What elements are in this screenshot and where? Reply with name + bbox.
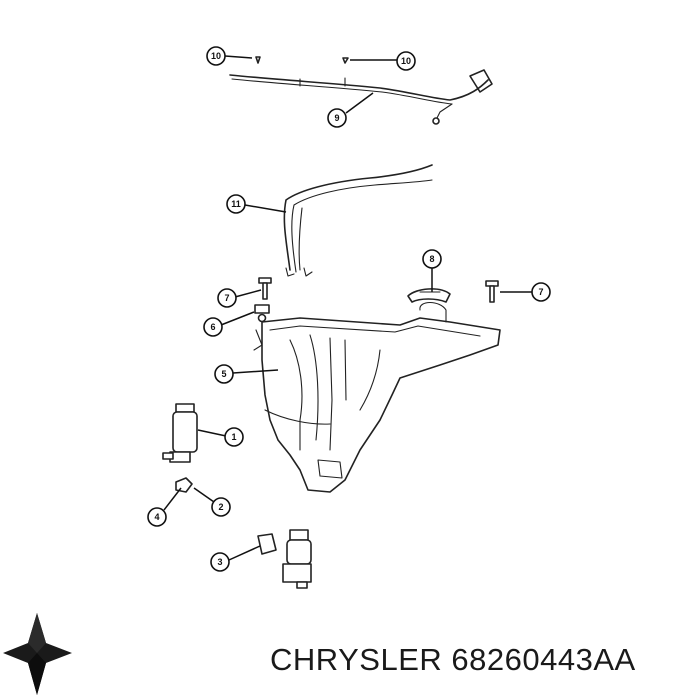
washer-reservoir-part [253,301,501,493]
callout-4-label: 4 [154,512,159,522]
callout-4: 4 [147,507,167,527]
clip-10b-icon [342,57,349,64]
callout-10b-label: 10 [401,56,411,66]
callout-9: 9 [327,108,347,128]
callout-7a: 7 [217,288,237,308]
callout-11-label: 11 [231,199,241,209]
callout-2: 2 [211,497,231,517]
callout-5: 5 [214,364,234,384]
hose-harness-part [283,164,433,277]
leader-lines [163,55,532,561]
callout-7b: 7 [531,282,551,302]
callout-8: 8 [422,249,442,269]
pump-seal-part [175,477,193,493]
callout-9-label: 9 [334,113,339,123]
callout-6-label: 6 [210,322,215,332]
callout-1-label: 1 [231,432,236,442]
callout-3-label: 3 [217,557,222,567]
rear-washer-pump-part [257,529,312,589]
washer-hose-part [229,69,493,125]
callout-3: 3 [210,552,230,572]
callout-10a: 10 [206,46,226,66]
callout-1: 1 [224,427,244,447]
brand-name: CHRYSLER [270,642,443,677]
bolt-part-a [258,277,272,300]
filler-cap-part [407,288,451,303]
part-number: 68260443AA [451,642,636,677]
callout-8-label: 8 [429,254,434,264]
callout-2-label: 2 [218,502,223,512]
callout-6: 6 [203,317,223,337]
callout-10a-label: 10 [211,51,221,61]
chrysler-pentastar-logo-icon [3,613,72,695]
bolt-part-b [485,280,499,303]
washer-pump-part [162,403,198,463]
callout-7a-label: 7 [224,293,229,303]
callout-10b: 10 [396,51,416,71]
callout-5-label: 5 [221,369,226,379]
callout-7b-label: 7 [538,287,543,297]
brand-part-number-caption: CHRYSLER 68260443AA [270,642,636,678]
clip-10a-icon [255,56,261,64]
grommet-part [254,304,270,323]
callout-11: 11 [226,194,246,214]
